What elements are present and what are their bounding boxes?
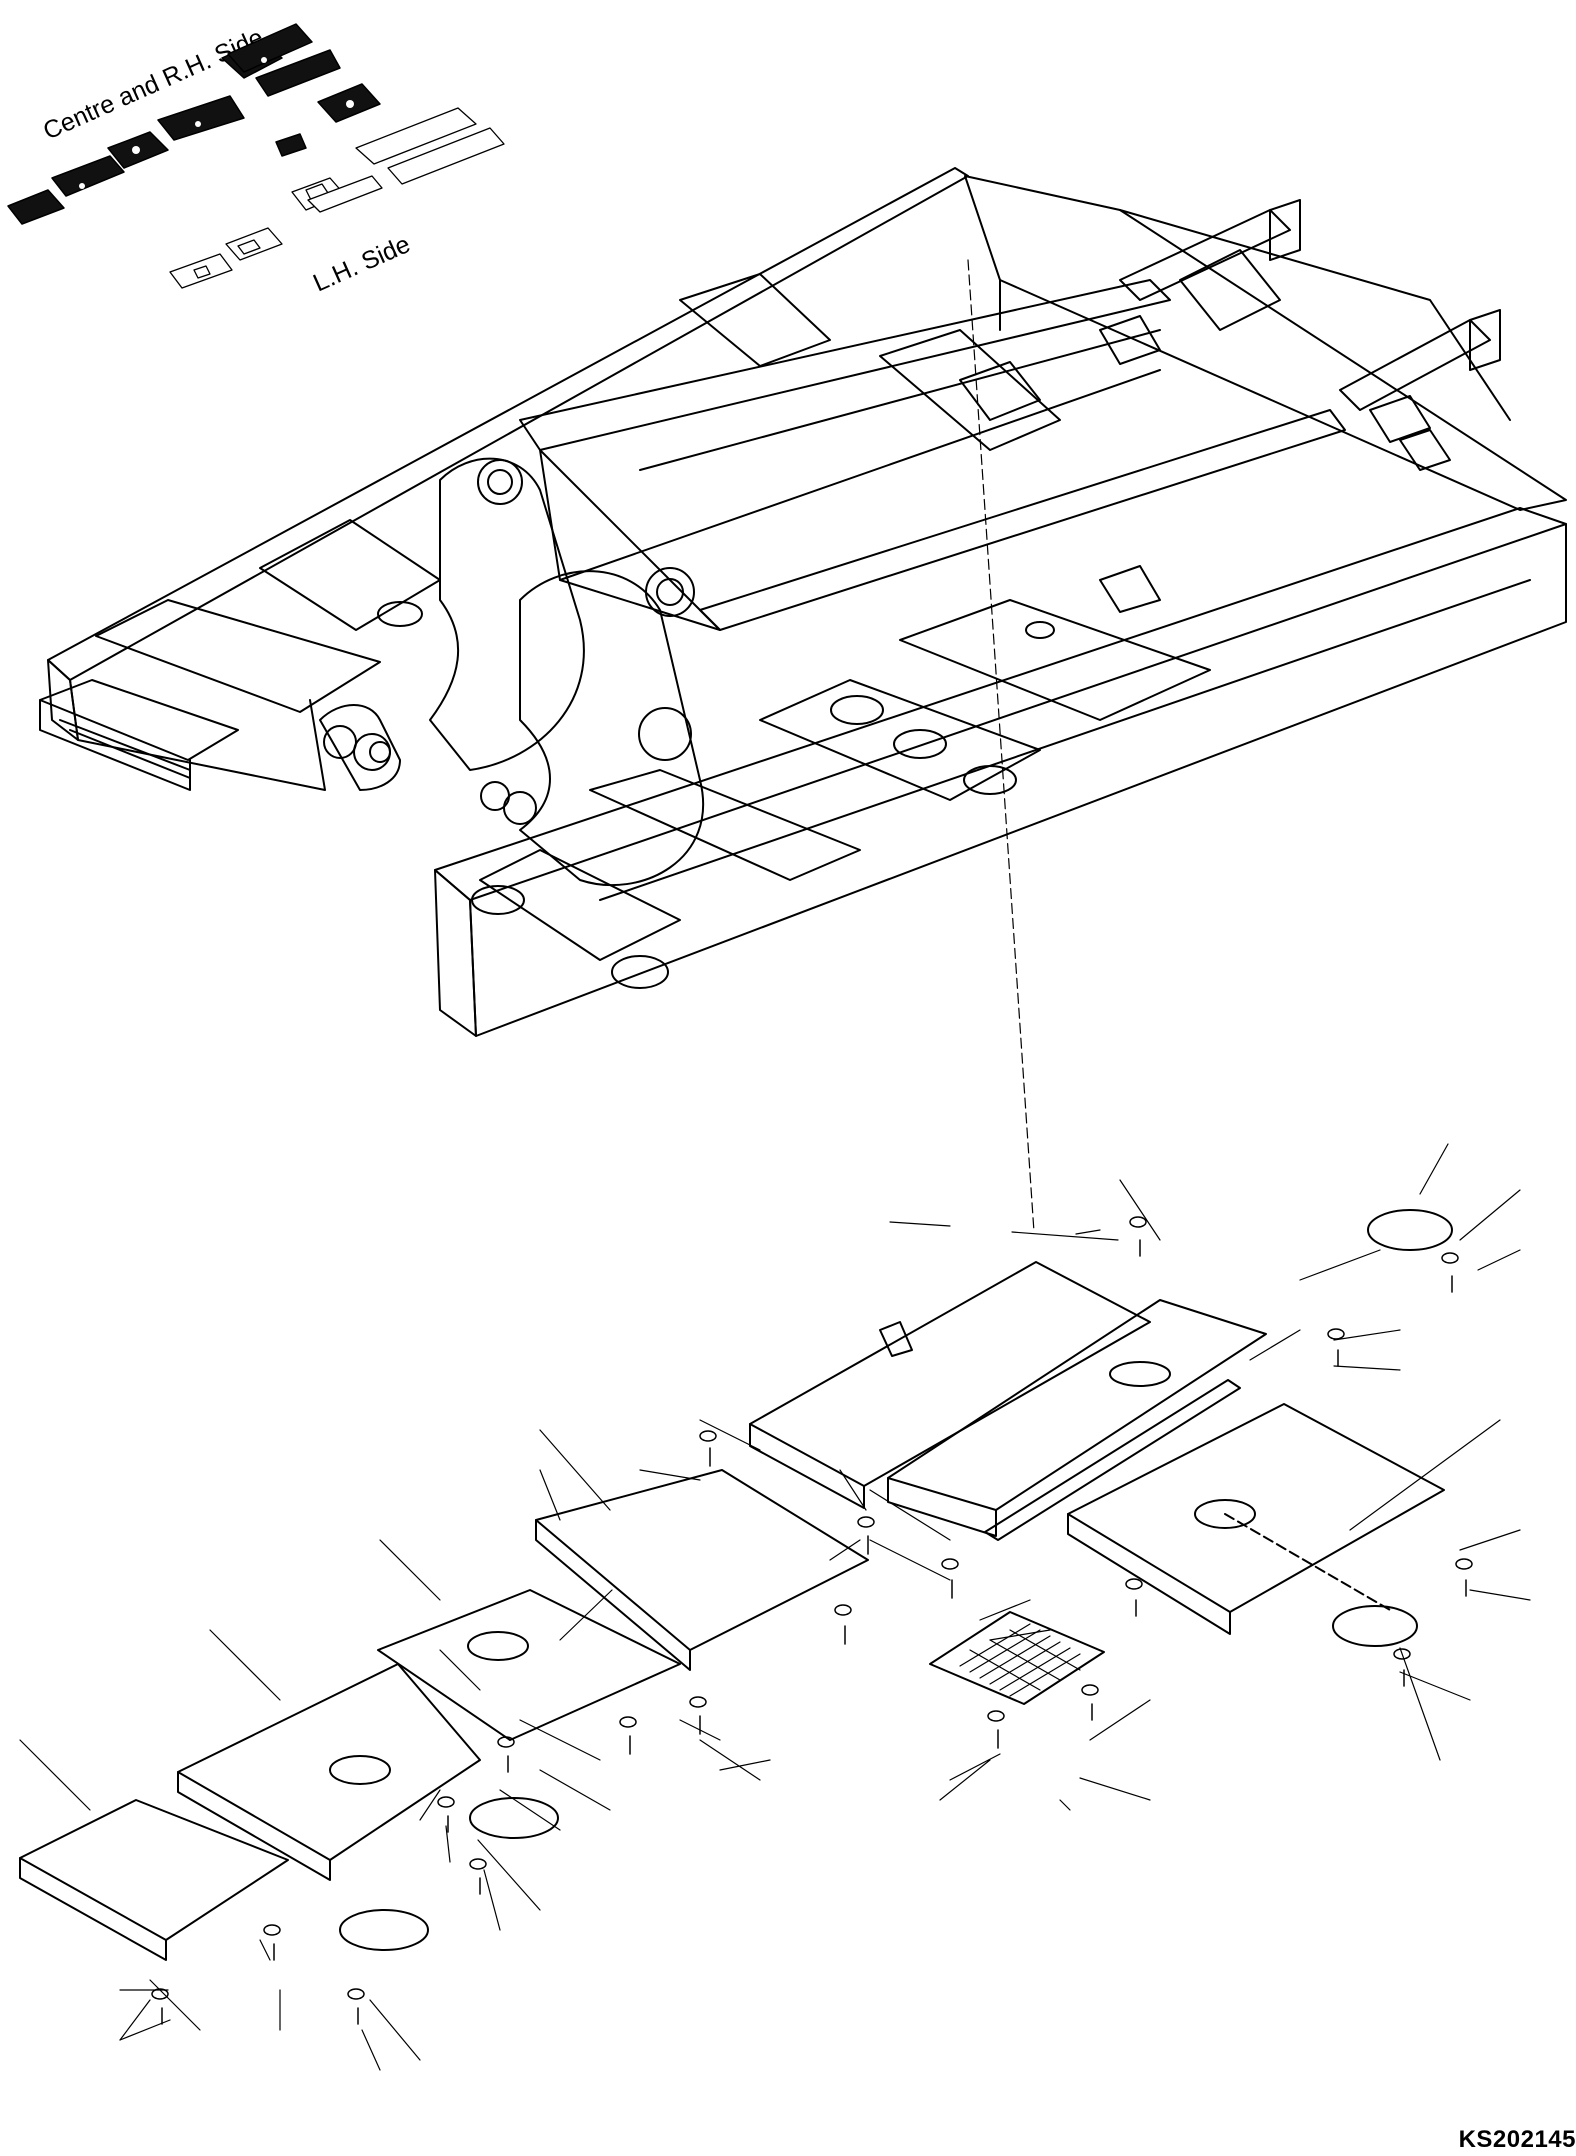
under-cover-b	[887, 1299, 1267, 1511]
exploded-covers	[19, 1143, 1531, 2071]
inset-legend: Centre and R.H. Side L.H. Side	[7, 23, 505, 297]
main-frame	[39, 167, 1567, 1233]
mesh-grid	[959, 1623, 1081, 1697]
under-cover-f	[177, 1663, 481, 1861]
round-cover-3	[469, 1797, 559, 1839]
under-cover-a	[749, 1261, 1151, 1487]
inset-centre-rh-plate-holes	[79, 57, 354, 189]
round-cover-1	[1367, 1209, 1453, 1251]
under-cover-c	[1067, 1403, 1445, 1613]
mesh-plate	[929, 1611, 1105, 1705]
inset-lh-plates	[169, 107, 505, 289]
drawing-id: KS202145	[1458, 2126, 1576, 2153]
inset-title-centre-rh: Centre and R.H. Side	[39, 23, 267, 145]
under-cover-e	[377, 1589, 681, 1741]
under-cover-g	[19, 1799, 289, 1941]
inset-centre-rh-plates	[7, 23, 381, 225]
round-cover-2	[1332, 1605, 1418, 1647]
inset-title-lh: L.H. Side	[309, 230, 414, 297]
round-cover-4	[339, 1909, 429, 1951]
leader-lines	[19, 1143, 1531, 2071]
fasteners	[151, 1216, 1473, 2025]
under-cover-d	[535, 1469, 869, 1651]
